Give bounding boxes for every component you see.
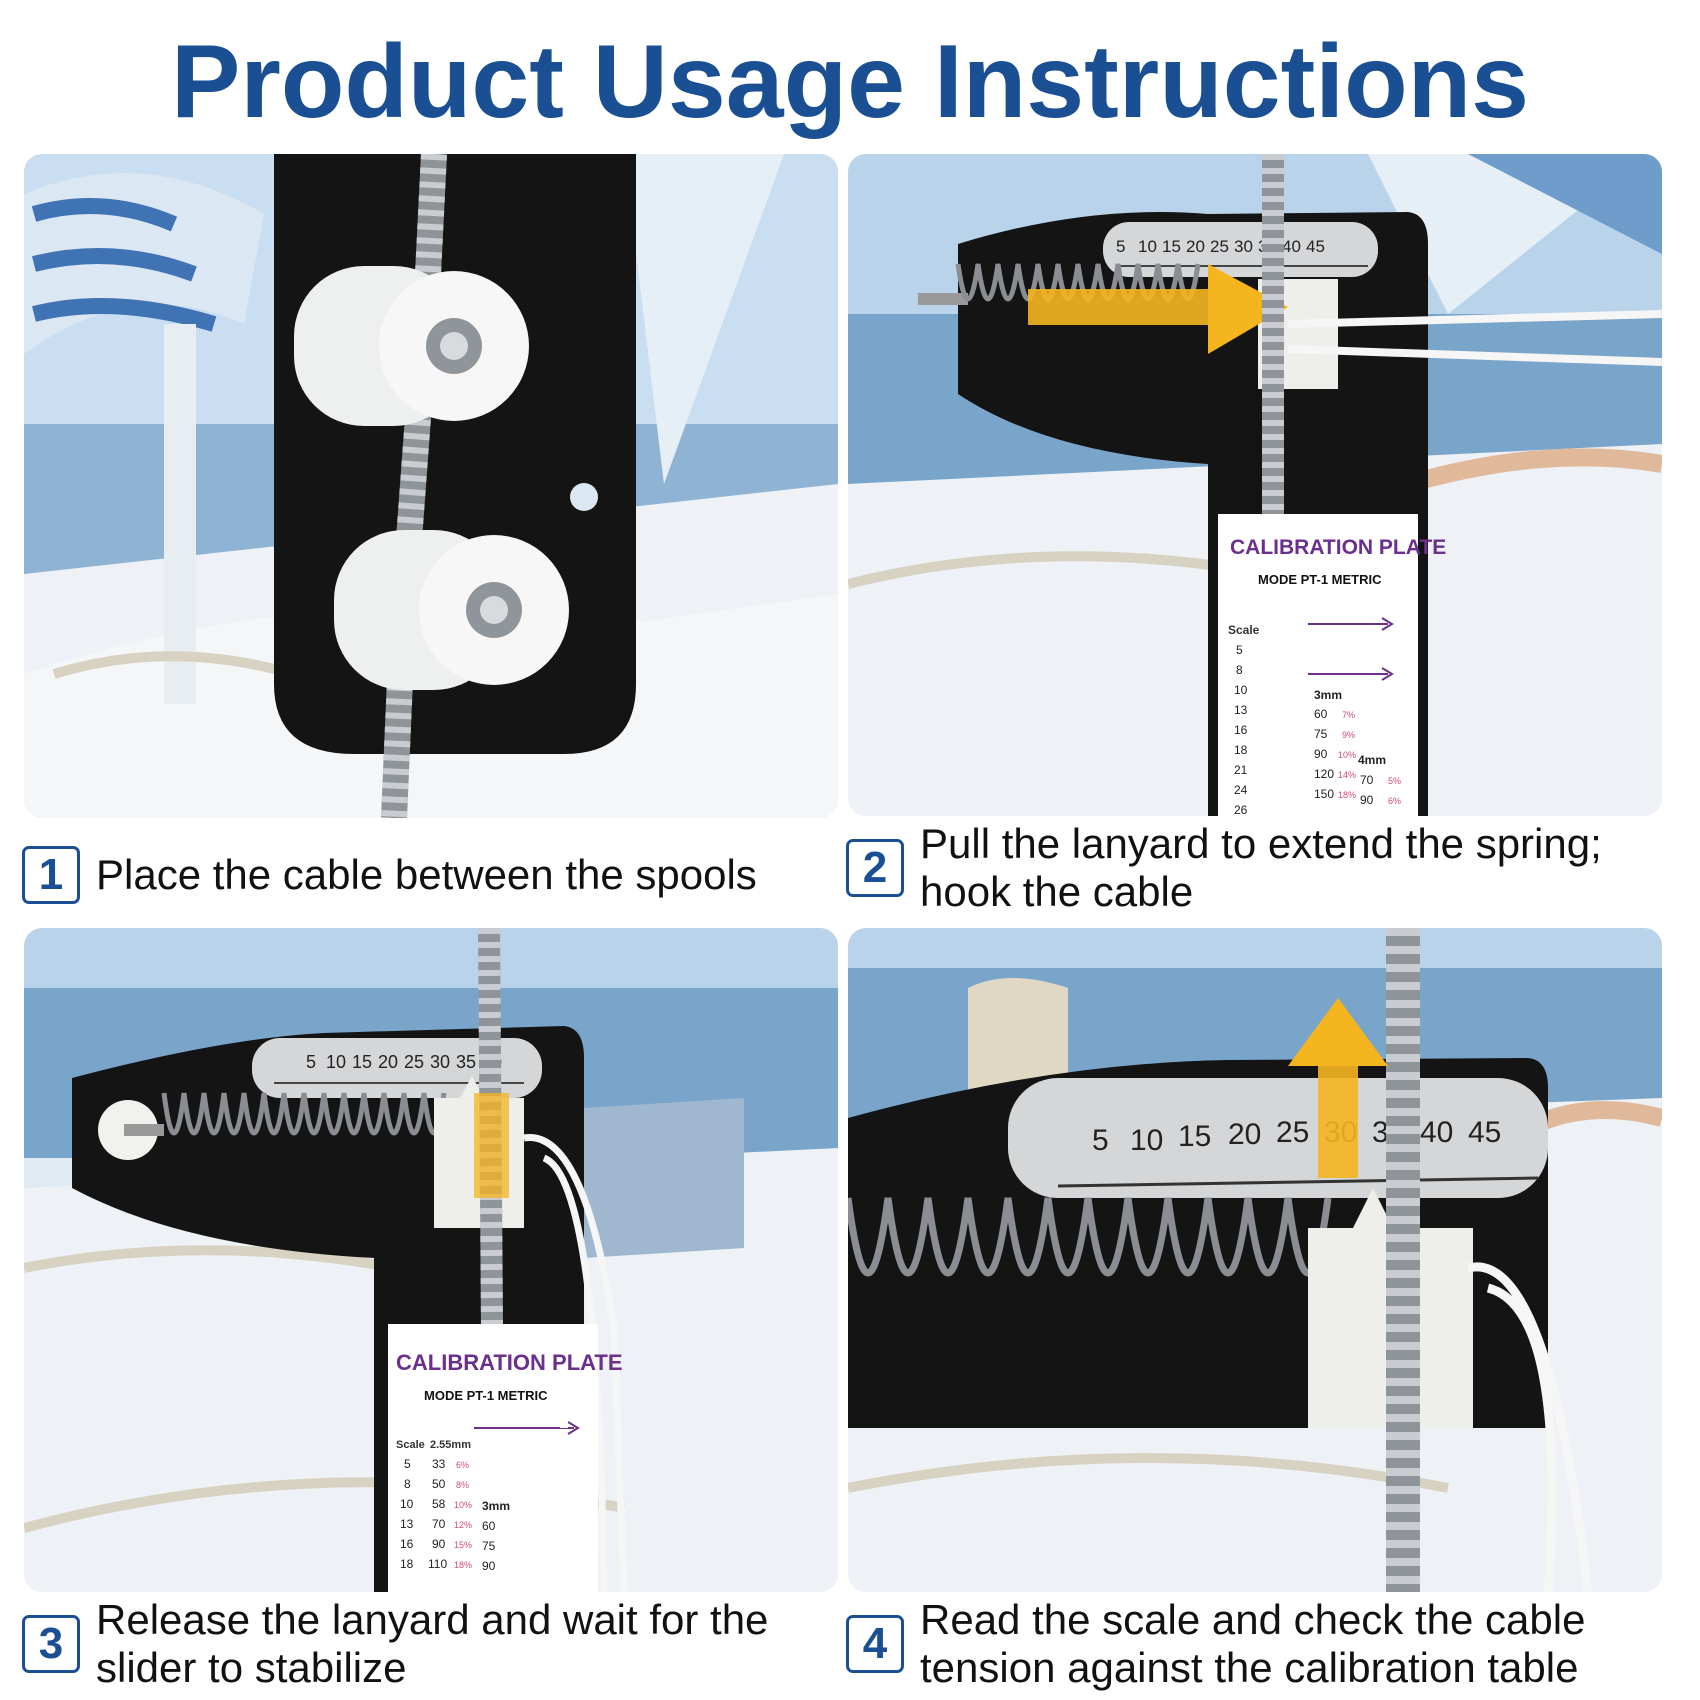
svg-text:7%: 7% [1342,710,1355,720]
svg-text:5: 5 [1116,237,1125,256]
svg-text:60: 60 [482,1519,496,1533]
svg-text:16: 16 [1234,723,1248,737]
svg-text:5: 5 [1092,1124,1109,1157]
svg-text:14%: 14% [1338,770,1356,780]
svg-text:90: 90 [482,1559,496,1573]
svg-text:15: 15 [1178,1120,1211,1153]
scale-numbers: 5 10 15 20 25 30 35 40 45 [1116,237,1325,256]
step-1-caption: 1 Place the cable between the spools [22,846,796,904]
step-1-text: Place the cable between the spools [96,851,757,898]
step-4-photo: 5 10 15 20 25 30 35 40 45 [848,928,1662,1592]
arrow-up-icon [1288,998,1388,1178]
svg-text:Scale: Scale [1228,623,1260,637]
svg-text:26: 26 [1234,803,1248,816]
svg-text:20: 20 [1186,237,1205,256]
svg-text:120: 120 [1314,767,1334,781]
svg-text:10%: 10% [1338,750,1356,760]
svg-text:75: 75 [482,1539,496,1553]
step-2-caption: 2 Pull the lanyard to extend the spring;… [846,820,1690,916]
svg-text:40: 40 [1420,1116,1453,1149]
svg-text:90: 90 [1314,747,1328,761]
svg-text:70: 70 [1360,773,1374,787]
arrow-right-icon [1028,264,1288,354]
step-2-badge: 2 [846,839,904,897]
svg-text:MODE PT-1 METRIC: MODE PT-1 METRIC [424,1388,548,1403]
svg-text:20: 20 [1228,1118,1261,1151]
page-title: Product Usage Instructions [171,24,1529,140]
svg-text:10: 10 [1138,237,1157,256]
svg-text:CALIBRATION PLATE: CALIBRATION PLATE [396,1350,623,1375]
svg-text:30: 30 [1234,237,1253,256]
svg-text:90: 90 [1360,793,1374,807]
svg-text:10: 10 [1130,1124,1163,1157]
svg-text:58: 58 [432,1497,446,1511]
svg-text:30: 30 [430,1052,450,1072]
svg-text:6%: 6% [456,1460,469,1470]
svg-text:25: 25 [404,1052,424,1072]
step-3-photo: 5 10 15 20 25 30 35 40 CALIBRATION PLATE… [24,928,838,1592]
svg-text:60: 60 [1314,707,1328,721]
step-3-text: Release the lanyard and wait for the sli… [96,1596,769,1691]
svg-text:10%: 10% [454,1500,472,1510]
step-4-text: Read the scale and check the cable tensi… [920,1596,1586,1691]
svg-text:25: 25 [1210,237,1229,256]
svg-text:18%: 18% [454,1560,472,1570]
svg-text:5: 5 [306,1052,316,1072]
svg-text:110: 110 [428,1557,447,1571]
step-2-text: Pull the lanyard to extend the spring; h… [920,820,1602,915]
svg-text:10: 10 [326,1052,346,1072]
svg-text:3mm: 3mm [1314,688,1342,702]
svg-text:18: 18 [400,1557,414,1571]
svg-text:33: 33 [432,1457,446,1471]
svg-text:10: 10 [1234,683,1248,697]
svg-text:18: 18 [1234,743,1248,757]
svg-text:13: 13 [400,1517,414,1531]
step-2-photo: 5 10 15 20 25 30 35 40 45 CALIBRATION PL… [848,154,1662,816]
svg-text:13: 13 [1234,703,1248,717]
svg-text:70: 70 [432,1517,446,1531]
svg-text:4mm: 4mm [1358,753,1386,767]
svg-text:12%: 12% [454,1520,472,1530]
svg-text:5%: 5% [1388,776,1401,786]
svg-text:150: 150 [1314,787,1334,801]
svg-text:35: 35 [456,1052,476,1072]
scale-numbers: 5 10 15 20 25 30 35 40 [306,1052,502,1072]
svg-text:45: 45 [1468,1116,1501,1149]
svg-text:3mm: 3mm [482,1499,510,1513]
step-1-badge: 1 [22,846,80,904]
svg-text:18%: 18% [1338,790,1356,800]
svg-text:Scale: Scale [396,1439,425,1451]
svg-text:15%: 15% [454,1540,472,1550]
svg-text:MODE PT-1 METRIC: MODE PT-1 METRIC [1258,572,1382,587]
svg-text:9%: 9% [1342,730,1355,740]
step-4-badge: 4 [846,1615,904,1673]
svg-text:15: 15 [352,1052,372,1072]
svg-text:15: 15 [1162,237,1181,256]
svg-text:8: 8 [1236,663,1243,677]
step-1-photo [24,154,838,818]
svg-text:16: 16 [400,1537,414,1551]
step-3-caption: 3 Release the lanyard and wait for the s… [22,1596,796,1692]
svg-text:25: 25 [1276,1116,1309,1149]
step-3-badge: 3 [22,1615,80,1673]
svg-text:24: 24 [1234,783,1248,797]
svg-text:5: 5 [1236,643,1243,657]
svg-text:2.55mm: 2.55mm [430,1439,471,1451]
svg-text:CALIBRATION PLATE: CALIBRATION PLATE [1230,536,1446,559]
svg-text:20: 20 [378,1052,398,1072]
svg-text:8%: 8% [456,1480,469,1490]
svg-text:8: 8 [404,1477,411,1491]
step-4-caption: 4 Read the scale and check the cable ten… [846,1596,1690,1692]
svg-text:75: 75 [1314,727,1328,741]
svg-text:40: 40 [1282,237,1301,256]
svg-text:10: 10 [400,1497,414,1511]
svg-text:90: 90 [432,1537,446,1551]
svg-text:5: 5 [404,1457,411,1471]
svg-text:45: 45 [1306,237,1325,256]
svg-text:6%: 6% [1388,796,1401,806]
svg-text:21: 21 [1234,763,1248,777]
svg-text:50: 50 [432,1477,446,1491]
